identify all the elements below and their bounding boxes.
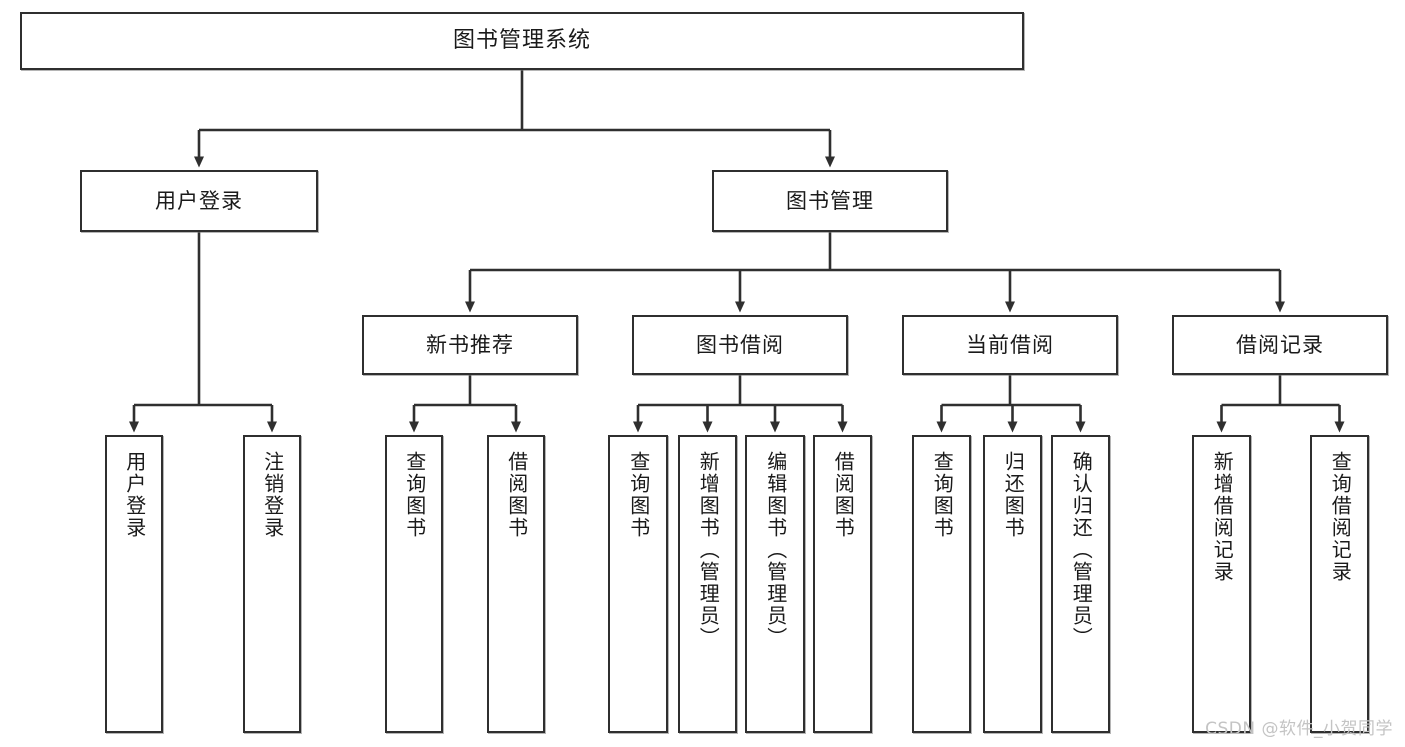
node-leaf-add-borrow-record[interactable]: 新增借阅记录	[1192, 435, 1251, 733]
node-leaf-user-login[interactable]: 用户登录	[105, 435, 163, 733]
node-leaf-query-borrow-record[interactable]: 查询借阅记录	[1310, 435, 1369, 733]
node-label: 查询图书	[930, 451, 955, 539]
node-label: 查询借阅记录	[1328, 451, 1353, 583]
node-new-book-recommend[interactable]: 新书推荐	[362, 315, 578, 375]
node-leaf-borrow-book[interactable]: 借阅图书	[813, 435, 872, 733]
node-label: 新增图书（管理员）	[696, 451, 721, 649]
node-current-borrow[interactable]: 当前借阅	[902, 315, 1118, 375]
node-borrow-records[interactable]: 借阅记录	[1172, 315, 1388, 375]
node-leaf-query-book-borrow[interactable]: 查询图书	[608, 435, 668, 733]
node-label: 确认归还（管理员）	[1069, 451, 1094, 649]
csdn-watermark: CSDN @软件_小贺同学	[1205, 719, 1393, 739]
node-label: 借阅记录	[1236, 332, 1324, 357]
node-label: 图书管理	[786, 188, 874, 213]
node-label: 用户登录	[122, 451, 147, 539]
node-leaf-add-book-admin[interactable]: 新增图书（管理员）	[678, 435, 737, 733]
node-label: 图书借阅	[696, 332, 784, 357]
node-label: 查询图书	[626, 451, 651, 539]
node-leaf-edit-book-admin[interactable]: 编辑图书（管理员）	[745, 435, 805, 733]
node-label: 借阅图书	[831, 451, 856, 539]
node-label: 用户登录	[155, 188, 243, 213]
node-label: 归还图书	[1001, 451, 1026, 539]
node-leaf-return-book[interactable]: 归还图书	[983, 435, 1042, 733]
node-leaf-borrow-book-rec[interactable]: 借阅图书	[487, 435, 545, 733]
node-leaf-query-book-rec[interactable]: 查询图书	[385, 435, 443, 733]
node-user-login[interactable]: 用户登录	[80, 170, 318, 232]
node-label: 借阅图书	[504, 451, 529, 539]
node-leaf-query-book-current[interactable]: 查询图书	[912, 435, 971, 733]
node-book-management[interactable]: 图书管理	[712, 170, 948, 232]
node-label: 查询图书	[402, 451, 427, 539]
node-label: 新增借阅记录	[1210, 451, 1235, 583]
node-label: 注销登录	[260, 451, 285, 539]
node-label: 当前借阅	[966, 332, 1054, 357]
node-label: 新书推荐	[426, 332, 514, 357]
node-label: 图书管理系统	[452, 28, 591, 54]
node-leaf-confirm-return-admin[interactable]: 确认归还（管理员）	[1051, 435, 1110, 733]
node-book-borrow[interactable]: 图书借阅	[632, 315, 848, 375]
node-root[interactable]: 图书管理系统	[20, 12, 1024, 70]
node-leaf-logout[interactable]: 注销登录	[243, 435, 301, 733]
node-label: 编辑图书（管理员）	[763, 451, 788, 649]
